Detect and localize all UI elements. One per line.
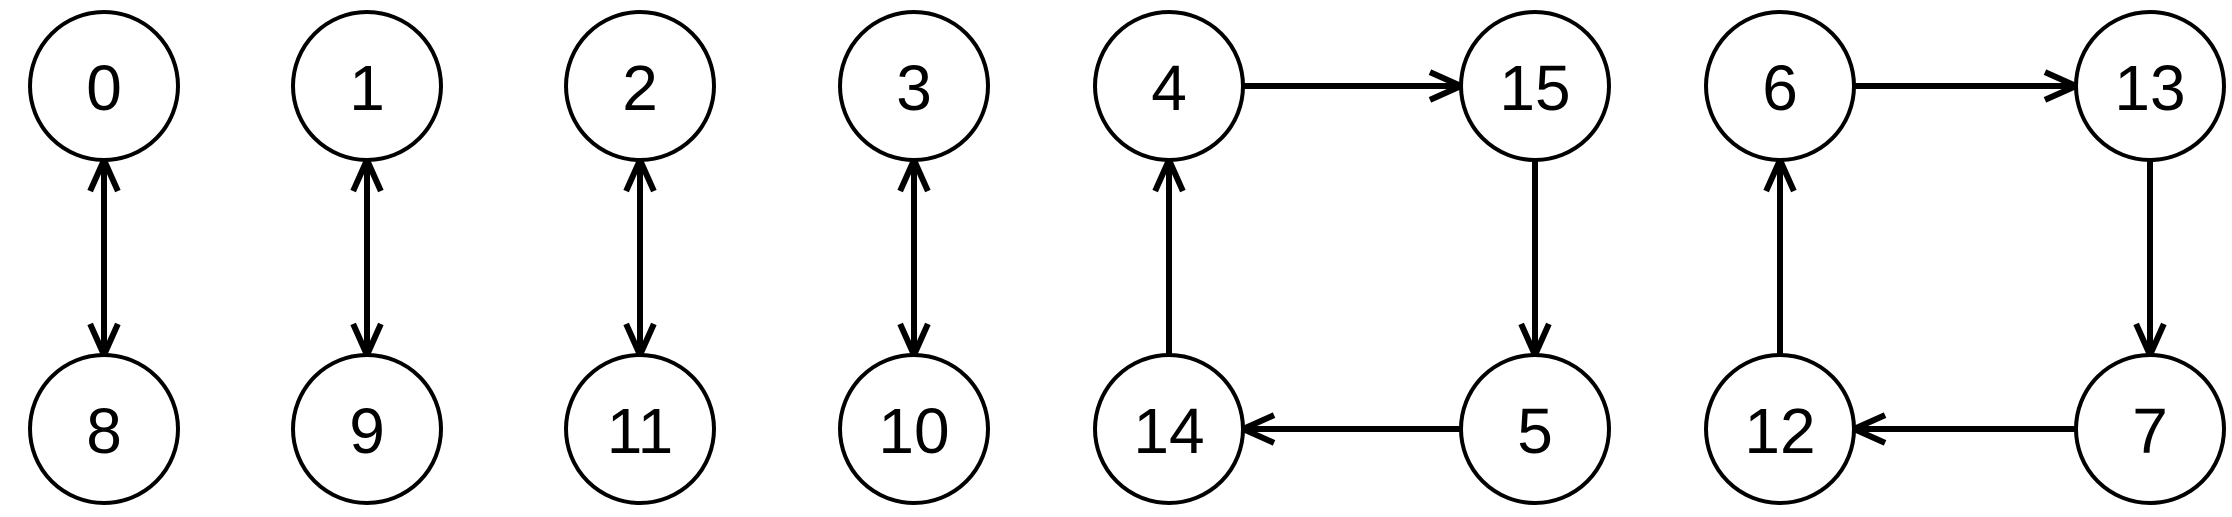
node-circle-8[interactable] (28, 353, 180, 505)
graph-node-7[interactable]: 7 (2074, 353, 2226, 505)
node-label-3: 3 (896, 52, 932, 124)
graph-node-11[interactable]: 11 (564, 353, 716, 505)
node-label-8: 8 (86, 395, 122, 467)
graph-node-4[interactable]: 4 (1093, 10, 1245, 162)
node-label-5: 5 (1517, 395, 1553, 467)
edge-1-to-9 (350, 152, 384, 363)
node-circle-13[interactable] (2074, 10, 2226, 162)
node-label-9: 9 (349, 395, 385, 467)
graph-node-9[interactable]: 9 (291, 353, 443, 505)
node-circle-6[interactable] (1704, 10, 1856, 162)
graph-node-10[interactable]: 10 (838, 353, 990, 505)
node-label-0: 0 (86, 52, 122, 124)
edge-4-to-15 (1243, 69, 1469, 103)
node-circle-15[interactable] (1459, 10, 1611, 162)
edge-3-to-10 (897, 152, 931, 363)
node-circle-11[interactable] (564, 353, 716, 505)
node-circle-5[interactable] (1459, 353, 1611, 505)
node-circle-3[interactable] (838, 10, 990, 162)
node-label-13: 13 (2114, 52, 2185, 124)
node-label-12: 12 (1744, 395, 1815, 467)
node-label-10: 10 (878, 395, 949, 467)
edge-2-to-11 (623, 152, 657, 363)
node-circle-0[interactable] (28, 10, 180, 162)
node-label-2: 2 (622, 52, 658, 124)
node-label-14: 14 (1133, 395, 1204, 467)
graph-node-13[interactable]: 13 (2074, 10, 2226, 162)
edge-6-to-13 (1854, 69, 2084, 103)
node-label-15: 15 (1499, 52, 1570, 124)
graph-node-12[interactable]: 12 (1704, 353, 1856, 505)
edge-12-to-6 (1763, 152, 1797, 355)
graph-node-14[interactable]: 14 (1093, 353, 1245, 505)
edge-13-to-7 (2133, 160, 2167, 363)
node-circle-1[interactable] (291, 10, 443, 162)
graph-node-2[interactable]: 2 (564, 10, 716, 162)
node-circle-9[interactable] (291, 353, 443, 505)
graph-node-5[interactable]: 5 (1459, 353, 1611, 505)
graph-node-8[interactable]: 8 (28, 353, 180, 505)
node-circle-10[interactable] (838, 353, 990, 505)
graph-node-0[interactable]: 0 (28, 10, 180, 162)
node-label-7: 7 (2132, 395, 2168, 467)
node-circle-14[interactable] (1093, 353, 1245, 505)
edge-7-to-12 (1846, 412, 2076, 446)
graph-node-15[interactable]: 15 (1459, 10, 1611, 162)
graph-node-3[interactable]: 3 (838, 10, 990, 162)
edge-5-to-14 (1235, 412, 1461, 446)
graph-node-1[interactable]: 1 (291, 10, 443, 162)
node-label-1: 1 (349, 52, 385, 124)
node-label-11: 11 (607, 395, 673, 467)
node-circle-2[interactable] (564, 10, 716, 162)
node-circle-7[interactable] (2074, 353, 2226, 505)
edge-14-to-4 (1152, 152, 1186, 355)
edge-0-to-8 (87, 152, 121, 363)
node-circle-12[interactable] (1704, 353, 1856, 505)
edge-15-to-5 (1518, 160, 1552, 363)
node-label-4: 4 (1151, 52, 1187, 124)
node-label-6: 6 (1762, 52, 1798, 124)
graph-node-6[interactable]: 6 (1704, 10, 1856, 162)
node-circle-4[interactable] (1093, 10, 1245, 162)
